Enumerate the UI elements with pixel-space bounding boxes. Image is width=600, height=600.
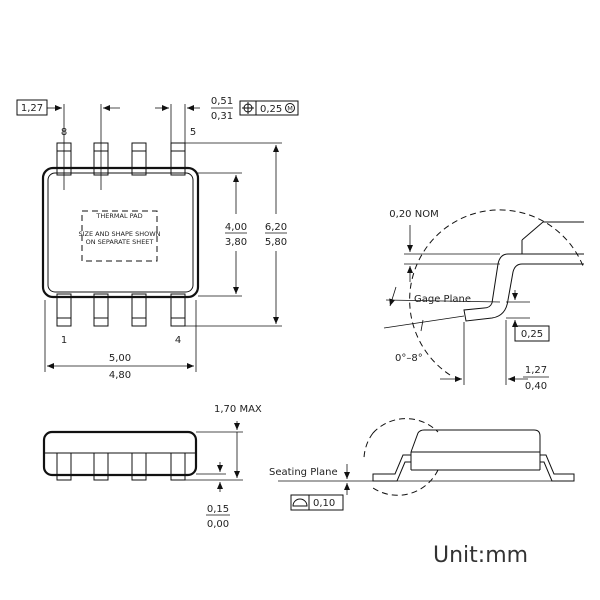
detail-lead — [463, 253, 523, 322]
foot-length-max: 1,27 — [525, 365, 547, 376]
lead-6 — [131, 142, 147, 176]
lead-angle: 0°–8° — [395, 353, 423, 364]
standoff-min: 0,00 — [207, 519, 229, 530]
thermal-pad — [81, 210, 158, 262]
side-lead-1 — [56, 452, 72, 481]
top-view: THERMAL PAD SIZE AND SHAPE SHOWN ON SEPA… — [16, 96, 299, 381]
body-width-max: 4,00 — [225, 222, 247, 233]
side-detail-view: Seating Plane 0,10 — [269, 418, 575, 511]
side-detail-lead-right — [540, 454, 575, 482]
overall-width-max: 6,20 — [265, 222, 287, 233]
unit-label: Unit:mm — [433, 543, 528, 568]
gage-value: 0,25 — [521, 329, 543, 340]
pin-5-label: 5 — [190, 127, 196, 138]
gage-plane-label: Gage Plane — [414, 294, 471, 305]
pin-1-label: 1 — [61, 335, 67, 346]
lead-width-max: 0,51 — [211, 96, 233, 107]
lead-2 — [93, 293, 109, 327]
modifier-symbol: M — [287, 105, 293, 113]
lead-3 — [131, 293, 147, 327]
lead-4 — [170, 293, 186, 327]
overall-width-min: 5,80 — [265, 237, 287, 248]
pin-4-label: 4 — [175, 335, 181, 346]
position-tolerance-value: 0,25 — [260, 104, 282, 115]
side-lead-4 — [170, 452, 186, 481]
height-max: 1,70 MAX — [214, 404, 262, 415]
side-view: 1,70 MAX 0,15 0,00 — [42, 404, 262, 530]
body-length-max: 5,00 — [109, 353, 131, 364]
side-detail-circle — [363, 418, 439, 496]
lead-thickness-label: 0,20 NOM — [389, 209, 438, 220]
thermal-pad-note-1: SIZE AND SHAPE SHOWN — [78, 230, 160, 238]
lead-1 — [56, 293, 72, 327]
thermal-pad-note-2: ON SEPARATE SHEET — [86, 238, 154, 246]
detail-circle — [409, 209, 584, 376]
standoff-max: 0,15 — [207, 504, 229, 515]
foot-length-min: 0,40 — [525, 381, 547, 392]
thermal-pad-title: THERMAL PAD — [95, 212, 142, 220]
position-tolerance-frame: 0,25 M — [239, 100, 299, 116]
side-lead-2 — [93, 452, 109, 481]
detail-view: 0,20 NOM Gage Plane 0°–8° 0,25 1,27 0,40 — [383, 209, 584, 392]
package-body — [41, 166, 200, 299]
seating-plane-label: Seating Plane — [269, 467, 338, 478]
flatness-frame: 0,10 — [290, 494, 344, 511]
lead-width-min: 0,31 — [211, 111, 233, 122]
side-detail-body — [410, 429, 541, 453]
body-length-min: 4,80 — [109, 370, 131, 381]
side-lead-3 — [131, 452, 147, 481]
side-detail-lead-left — [372, 454, 411, 482]
body-width-min: 3,80 — [225, 237, 247, 248]
pitch-value: 1,27 — [21, 103, 43, 114]
flatness-value: 0,10 — [313, 498, 335, 509]
lead-5 — [170, 142, 186, 176]
